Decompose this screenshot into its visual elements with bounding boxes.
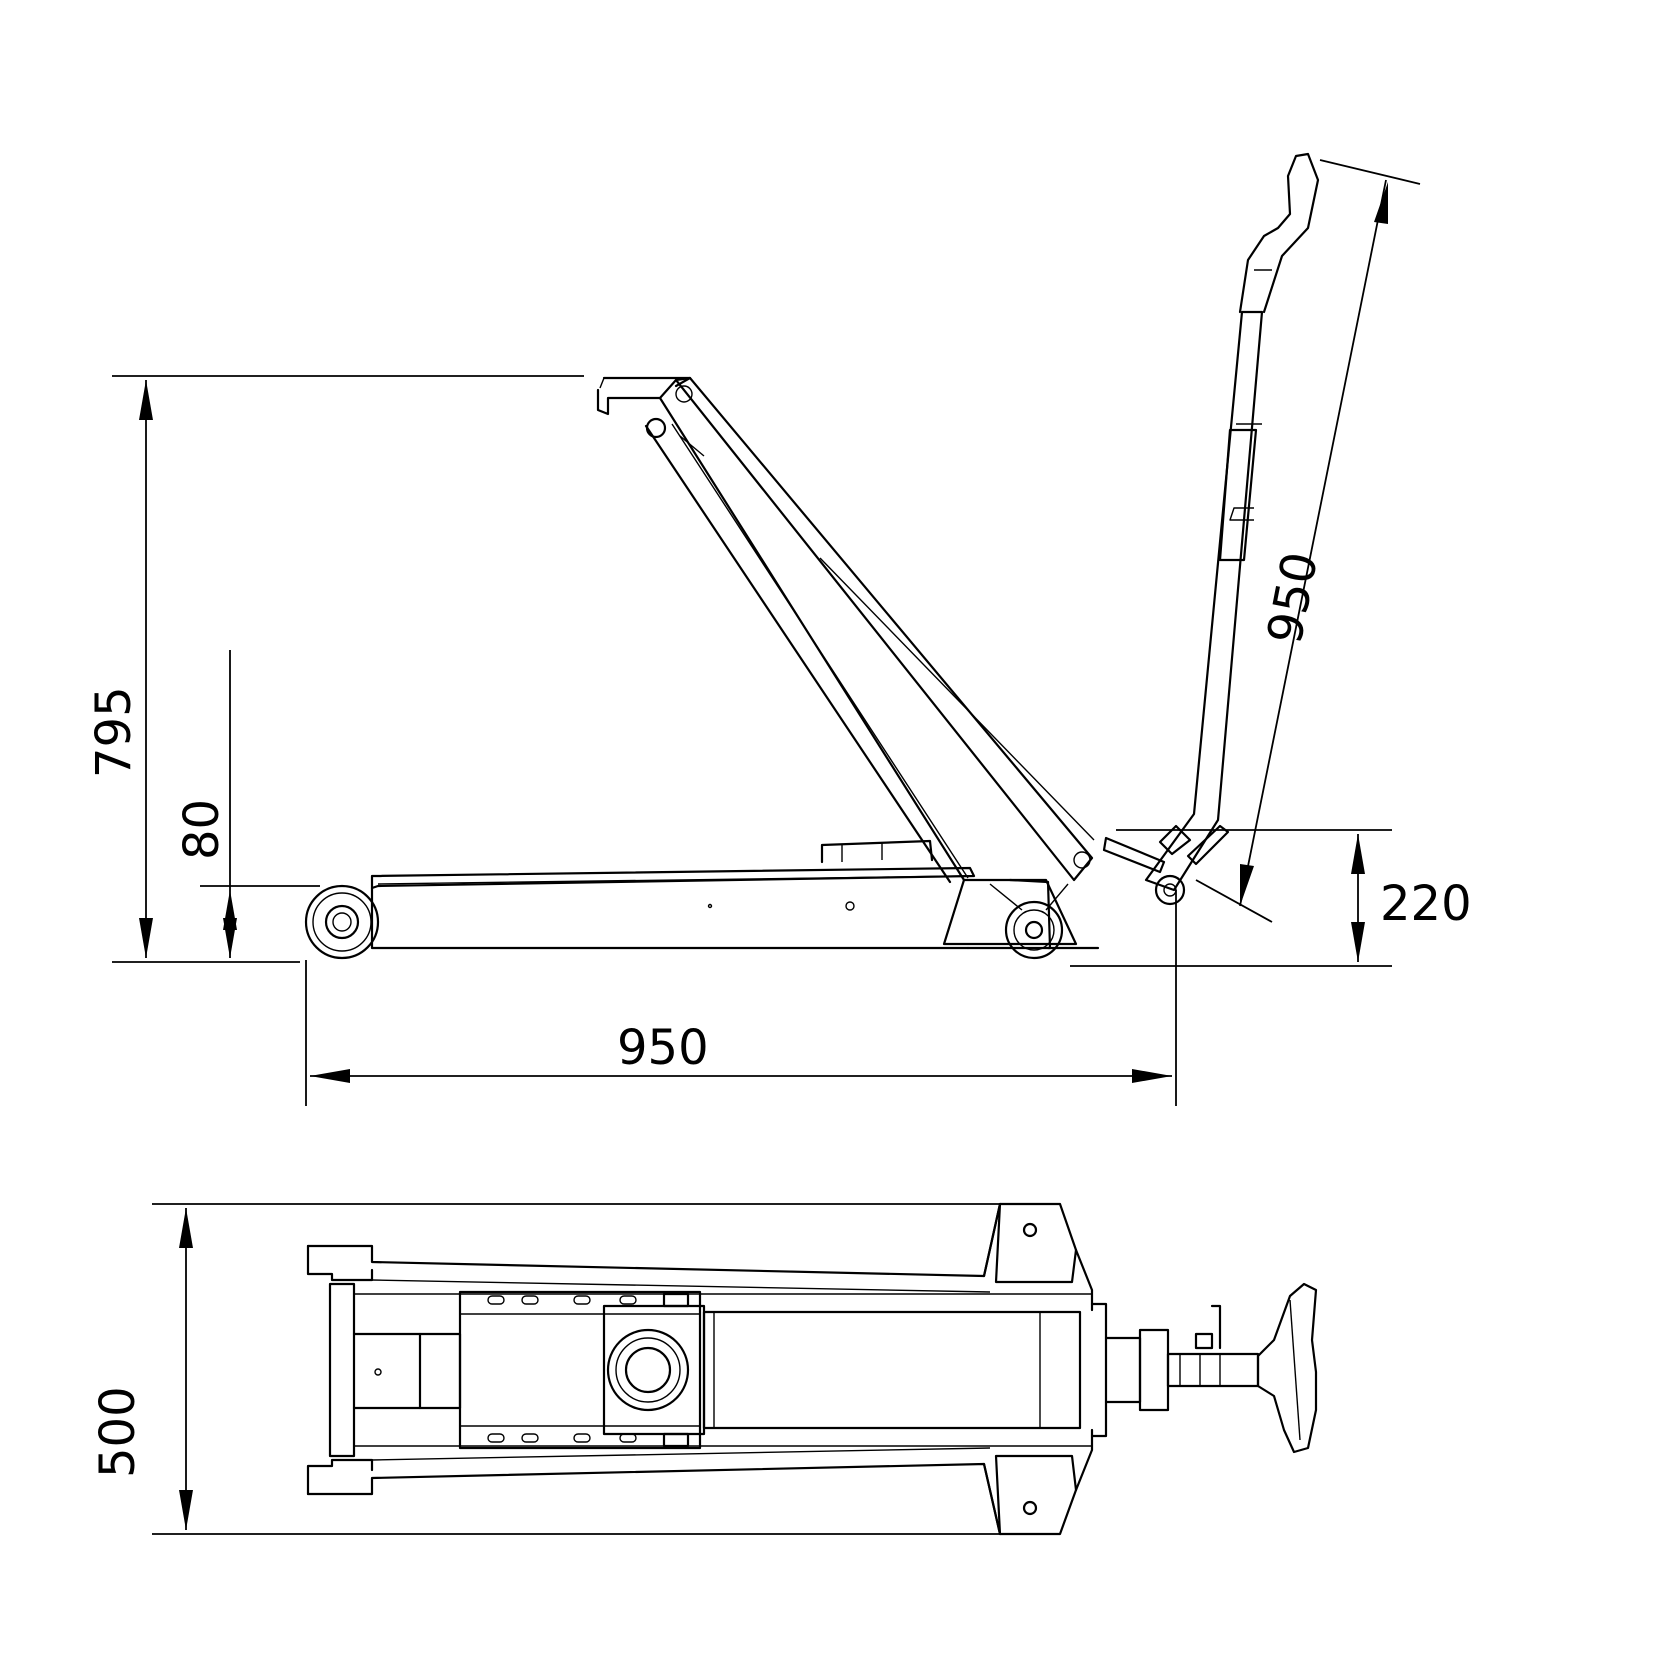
dim-handle-pivot-height: 220 (1070, 829, 1472, 967)
dim-handle-length-label: 950 (1257, 548, 1329, 649)
top-frame (306, 1202, 1108, 1536)
dim-handle-pivot-height-label: 220 (1380, 876, 1472, 932)
chassis (370, 839, 1100, 950)
top-handle (1104, 1282, 1318, 1454)
slots-bottom (487, 1433, 637, 1443)
dim-overall-height: 795 (86, 375, 584, 963)
front-wheel (304, 884, 380, 960)
dim-overall-height-label: 795 (86, 686, 142, 778)
top-view: 500 (90, 1202, 1318, 1536)
dim-length-label: 950 (617, 1020, 709, 1076)
handle (1102, 152, 1320, 906)
dim-width: 500 (90, 1203, 1000, 1535)
dim-low-height: 80 (174, 650, 320, 958)
rear-wheel (942, 878, 1078, 960)
slots-top (487, 1295, 637, 1305)
dim-length: 950 (305, 890, 1177, 1106)
dim-width-label: 500 (90, 1386, 146, 1478)
dim-low-height-label: 80 (174, 799, 230, 860)
dim-handle-length: 950 (1195, 159, 1421, 923)
top-arm (352, 1290, 1082, 1450)
side-view: 795 80 950 950 (86, 152, 1472, 1106)
lifting-arm (596, 376, 1095, 884)
